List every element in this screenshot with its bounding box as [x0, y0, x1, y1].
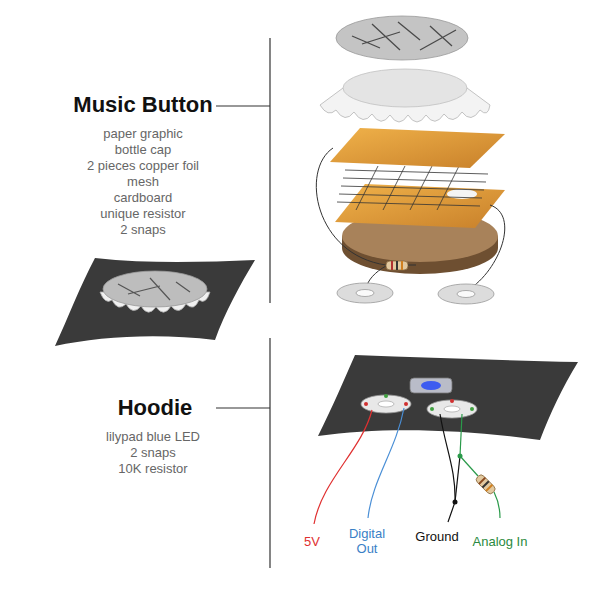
part-label: lilypad blue LED	[106, 430, 200, 445]
resistor-body	[475, 473, 497, 495]
paper-graphic	[103, 271, 207, 307]
bottle-cap-top	[343, 69, 467, 107]
mesh-wire	[345, 170, 488, 174]
wire	[408, 265, 416, 266]
mesh-wire	[343, 178, 486, 182]
signal-label: Analog In	[472, 535, 528, 550]
mesh-wire	[341, 186, 484, 190]
analog-wire	[460, 456, 478, 476]
resistor-band	[482, 480, 490, 488]
snap	[427, 400, 477, 418]
blue-led	[421, 381, 441, 390]
resistor-band	[478, 477, 486, 485]
resistor-band	[396, 261, 398, 270]
fabric-swatch	[318, 355, 578, 440]
stitch-dot	[404, 402, 408, 406]
part-label: paper graphic	[103, 127, 183, 142]
snap	[438, 284, 494, 304]
section-heading: Music Button	[73, 92, 212, 117]
snap-center	[378, 401, 394, 407]
resistor-symbol	[475, 473, 497, 495]
stitch-dot	[364, 402, 368, 406]
mesh-wire	[383, 166, 405, 210]
part-label: 2 pieces copper foil	[87, 159, 199, 174]
divider-line	[269, 38, 270, 303]
copper-foil	[330, 128, 505, 168]
resistor-band	[401, 261, 403, 270]
part-label: bottle cap	[115, 143, 171, 158]
part-label: cardboard	[114, 191, 173, 206]
part-label: unique resistor	[100, 207, 185, 222]
wire	[316, 148, 386, 265]
snap	[337, 283, 393, 303]
signal-label: Digital Out	[339, 527, 395, 557]
mesh-wire	[410, 166, 432, 210]
leader-line	[216, 407, 270, 408]
stitch-dot	[470, 407, 474, 411]
analog-wire	[460, 414, 462, 456]
snap-center	[356, 290, 374, 297]
part-label: 2 snaps	[130, 446, 176, 461]
graphic-detail	[118, 278, 190, 300]
mesh-wire	[437, 166, 459, 210]
fabric-swatch	[55, 258, 255, 346]
paper-graphic	[336, 16, 468, 60]
divider-line	[269, 338, 270, 568]
signal-label: 5V	[304, 535, 320, 550]
stitch-dot	[430, 407, 434, 411]
power-wire	[314, 410, 372, 524]
mesh-wire	[339, 194, 482, 198]
resistor-body	[386, 261, 408, 270]
part-label: mesh	[127, 175, 159, 190]
signal-label: Ground	[415, 530, 458, 545]
part-label: 2 snaps	[120, 223, 166, 238]
resistor-symbol	[386, 261, 408, 270]
section-heading: Hoodie	[118, 395, 193, 420]
snap-center	[457, 291, 475, 298]
stitch-dot	[384, 394, 388, 398]
graphic-detail	[352, 22, 456, 50]
wire	[468, 205, 505, 290]
analog-wire	[494, 492, 500, 518]
led-board	[410, 378, 452, 393]
leader-line	[216, 105, 270, 106]
snap-center	[444, 406, 460, 412]
mesh	[337, 166, 488, 210]
digital-wire	[368, 408, 404, 518]
resistor-band	[391, 261, 393, 270]
resistor-band	[485, 484, 493, 492]
mesh-wire	[356, 166, 378, 210]
part-label: 10K resistor	[118, 462, 187, 477]
ground-wire	[440, 414, 455, 522]
stitch-dot	[450, 399, 454, 403]
ground-wire	[455, 456, 460, 502]
